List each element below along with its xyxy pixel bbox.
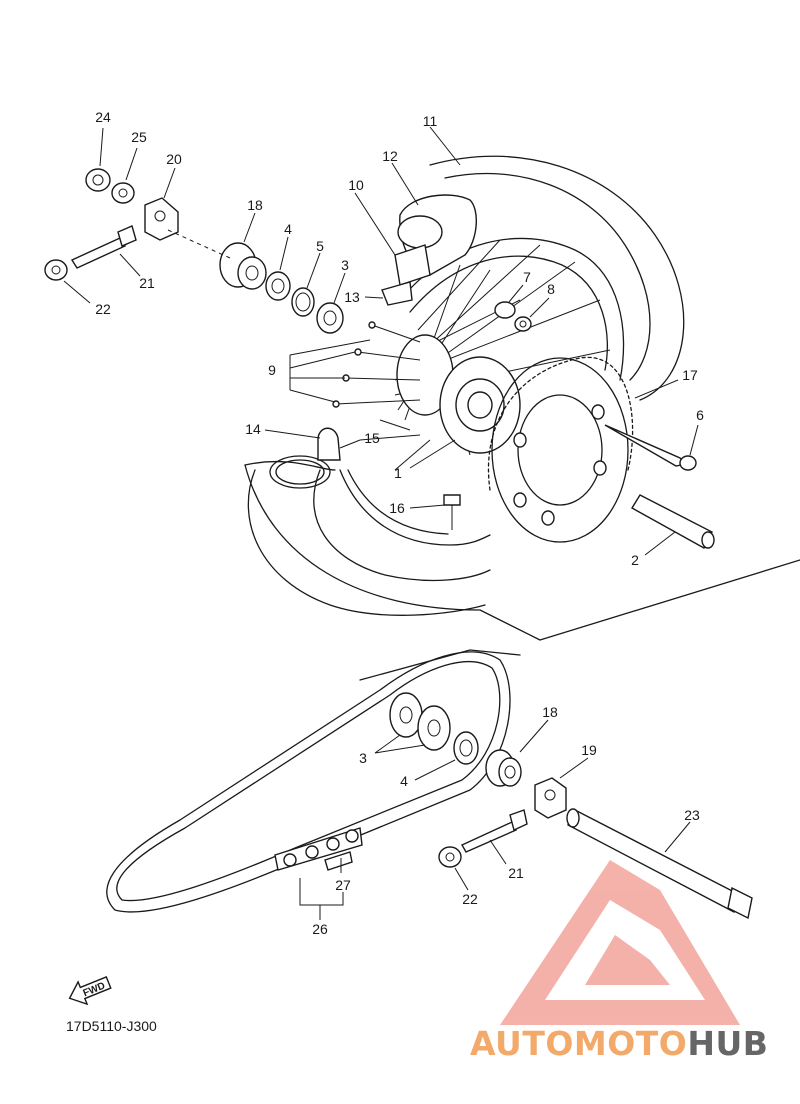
callout-15: 15 — [364, 430, 380, 446]
callout-18-lower: 18 — [542, 704, 558, 720]
watermark-part1: AUTOMOTO — [470, 1024, 687, 1063]
callout-22-lower: 22 — [462, 891, 478, 907]
callout-10: 10 — [348, 177, 364, 193]
callout-18-upper: 18 — [247, 197, 263, 213]
fwd-arrow-icon: FWD — [68, 976, 112, 1006]
watermark-wordmark: AUTOMOTOHUB — [470, 1024, 768, 1063]
callout-4-upper: 4 — [284, 221, 292, 237]
svg-text:AUTOMOTOHUB: AUTOMOTOHUB — [470, 1024, 768, 1063]
callout-8: 8 — [547, 281, 555, 297]
callout-16: 16 — [389, 500, 405, 516]
fwd-label: FWD — [82, 981, 107, 1000]
callout-24: 24 — [95, 109, 111, 125]
callout-2: 2 — [631, 552, 639, 568]
chain-and-axle-drawing — [106, 649, 753, 920]
callout-3-upper: 3 — [341, 257, 349, 273]
callout-17: 17 — [682, 367, 698, 383]
callout-21-lower: 21 — [508, 865, 524, 881]
callout-19: 19 — [581, 742, 597, 758]
callout-14: 14 — [245, 421, 261, 437]
callout-25: 25 — [131, 129, 147, 145]
callout-numbers: 24 25 20 18 4 5 3 21 22 11 12 10 13 7 8 … — [95, 109, 704, 937]
upper-left-parts-drawing — [44, 168, 421, 408]
callout-4-lower: 4 — [400, 773, 408, 789]
callout-11: 11 — [423, 113, 438, 129]
callout-3-lower: 3 — [359, 750, 367, 766]
tire-and-rim-drawing — [244, 155, 800, 641]
callout-7: 7 — [523, 269, 531, 285]
callout-leader-lines — [63, 126, 699, 920]
callout-1: 1 — [394, 465, 402, 481]
callout-12: 12 — [382, 148, 398, 164]
callout-26: 26 — [312, 921, 328, 937]
drawing-code: 17D5110-J300 — [66, 1018, 157, 1034]
callout-13: 13 — [344, 289, 360, 305]
callout-20: 20 — [166, 151, 182, 167]
callout-23: 23 — [684, 807, 700, 823]
callout-6: 6 — [696, 407, 704, 423]
callout-27: 27 — [335, 877, 351, 893]
callout-21-upper: 21 — [139, 275, 155, 291]
callout-9: 9 — [268, 362, 276, 378]
watermark-logo-icon — [500, 860, 740, 1025]
callout-22-upper: 22 — [95, 301, 111, 317]
callout-5: 5 — [316, 238, 324, 254]
watermark-part2: HUB — [687, 1024, 768, 1063]
